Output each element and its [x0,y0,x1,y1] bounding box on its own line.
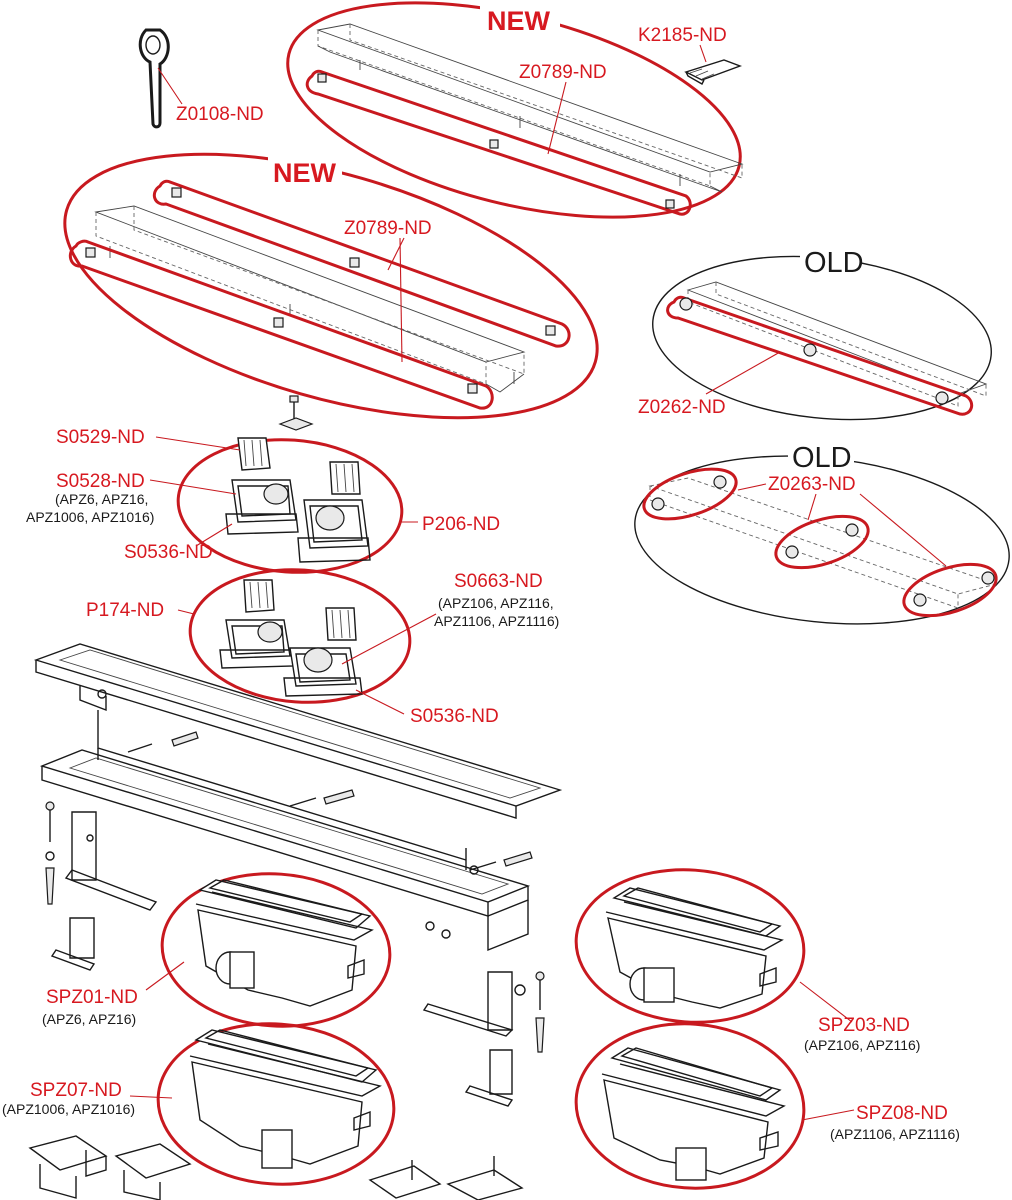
screw-small [278,395,314,431]
note-spz08: (APZ1106, APZ1116) [830,1126,960,1142]
clip [349,257,360,268]
label-spz01: SPZ01-ND [46,987,138,1008]
clip [317,73,327,83]
z0263-ring-center [774,514,870,570]
clip [981,571,995,585]
spz08-ring [574,1022,806,1190]
label-z0263: Z0263-ND [768,474,856,495]
channel-frame-top [316,23,744,193]
p174-ring [188,568,412,704]
clip [85,247,96,258]
p206-parts [225,437,371,563]
clip [713,475,727,489]
note-s0663-line1: (APZ106, APZ116, [438,595,554,611]
spz03-ring [574,868,806,1024]
p206-ring [176,438,404,574]
spz01-ring [160,872,392,1028]
label-z0108: Z0108-ND [176,104,264,125]
z0262-strip [666,295,974,416]
z0789-strip-mid-upper [152,179,571,348]
spz07-ring [156,1022,396,1186]
note-spz07: (APZ1006, APZ1016) [2,1101,135,1117]
label-spz03: SPZ03-ND [818,1015,910,1036]
z0789-strip-top [305,69,692,216]
clip [935,391,949,405]
note-s0528-line1: (APZ6, APZ16, [55,491,148,507]
note-spz01: (APZ6, APZ16) [42,1011,136,1027]
key-tool-illustration [138,28,170,129]
label-s0536-top: S0536-ND [124,542,213,563]
label-k2185: K2185-ND [638,25,727,46]
spz01-trap [195,879,374,1007]
label-z0789-mid: Z0789-ND [344,218,432,239]
new-z0789-mid-ring [63,152,599,420]
label-s0528: S0528-ND [56,471,145,492]
label-p206: P206-ND [422,514,500,535]
label-z0789-top: Z0789-ND [519,62,607,83]
label-z0262: Z0262-ND [638,397,726,418]
drain-channel-body [33,643,563,971]
note-s0663-line2: APZ1106, APZ1116) [434,613,559,629]
label-spz08: SPZ08-ND [856,1103,948,1124]
channel-frame-z0263 [648,477,998,609]
label-s0536-bottom: S0536-ND [410,706,499,727]
z0789-strip-mid-lower [68,239,494,410]
clip [845,523,859,537]
channel-frame-z0262 [686,281,988,407]
bottom-brackets [28,1135,524,1200]
badge-new-mid: NEW [273,158,337,188]
clip [467,383,478,394]
clip [273,317,284,328]
label-spz07: SPZ07-ND [30,1080,122,1101]
spz08-trap [601,1047,786,1181]
z0263-ring-left [642,467,738,521]
clip [665,199,675,209]
note-s0528-line2: APZ1006, APZ1016) [26,509,154,525]
k2185-illustration [684,59,743,85]
clip [545,325,556,336]
spz07-trap [189,1029,382,1169]
label-s0663: S0663-ND [454,571,543,592]
clip [679,297,693,311]
clip [651,497,665,511]
p174-parts [219,579,363,697]
clip [785,545,799,559]
clip [913,593,927,607]
note-spz03: (APZ106, APZ116) [804,1037,920,1053]
spz03-trap [605,887,784,1009]
label-s0529: S0529-ND [56,427,145,448]
badge-old-bottom: OLD [792,442,852,474]
z0263-ring-right [902,562,998,618]
screws-and-anchors [45,731,545,1053]
clip [171,187,182,198]
badge-new-top: NEW [487,6,551,36]
clip [489,139,499,149]
clip [803,343,817,357]
badge-old-top: OLD [804,247,864,279]
label-p174: P174-ND [86,600,164,621]
brackets-right [422,971,514,1107]
